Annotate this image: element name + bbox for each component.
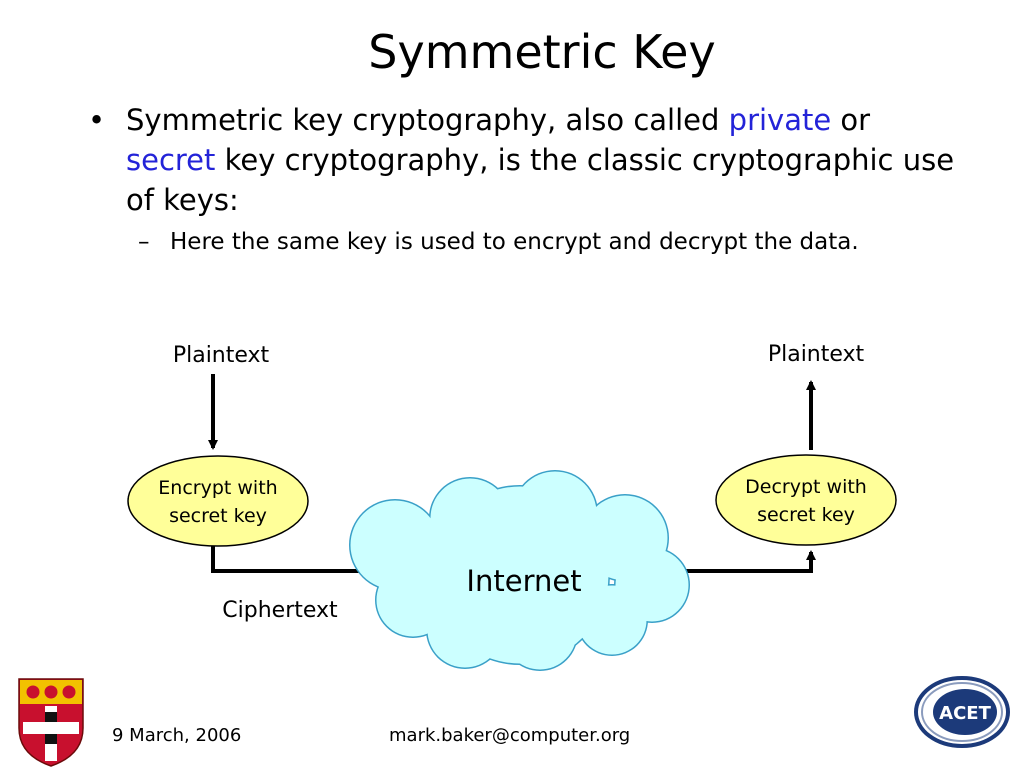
acet-logo-icon: ACET: [914, 676, 1010, 748]
decrypt-label-line1: Decrypt with: [745, 476, 867, 498]
footer-email: mark.baker@computer.org: [389, 725, 631, 746]
plaintext-right-label: Plaintext: [768, 342, 865, 367]
term-secret: secret: [126, 143, 216, 177]
encrypt-node: [127, 455, 309, 547]
encrypt-label-line1: Encrypt with: [158, 477, 277, 499]
university-crest-icon: [18, 678, 84, 767]
bullet-text: Symmetric key cryptography, also called …: [126, 103, 954, 217]
bullet-item: • Symmetric key cryptography, also calle…: [88, 100, 988, 220]
ciphertext-label: Ciphertext: [222, 598, 338, 623]
bullet-text-part: or: [831, 103, 871, 137]
internet-cloud: [349, 470, 690, 671]
acet-logo-text: ACET: [939, 703, 991, 724]
ciphertext-link-left: [211, 546, 372, 573]
bullet-text-part: Symmetric key cryptography, also called: [126, 103, 729, 137]
bullet-marker: •: [88, 103, 106, 137]
plaintext-left-label: Plaintext: [173, 343, 270, 368]
sub-bullet-marker: –: [138, 229, 150, 255]
bullet-list: • Symmetric key cryptography, also calle…: [88, 100, 988, 260]
slide-title: Symmetric Key: [368, 25, 716, 79]
sub-bullet-text: Here the same key is used to encrypt and…: [170, 229, 859, 255]
term-private: private: [728, 103, 832, 137]
ciphertext-link-right: [680, 550, 816, 573]
footer-date: 9 March, 2006: [112, 725, 242, 746]
sub-bullet-item: – Here the same key is used to encrypt a…: [138, 224, 988, 260]
encrypt-label-line2: secret key: [169, 505, 267, 527]
decrypt-label-line2: secret key: [757, 504, 855, 526]
decrypt-node: [715, 454, 897, 546]
bullet-text-part: key cryptography, is the classic cryptog…: [126, 143, 955, 217]
internet-label: Internet: [466, 564, 581, 598]
